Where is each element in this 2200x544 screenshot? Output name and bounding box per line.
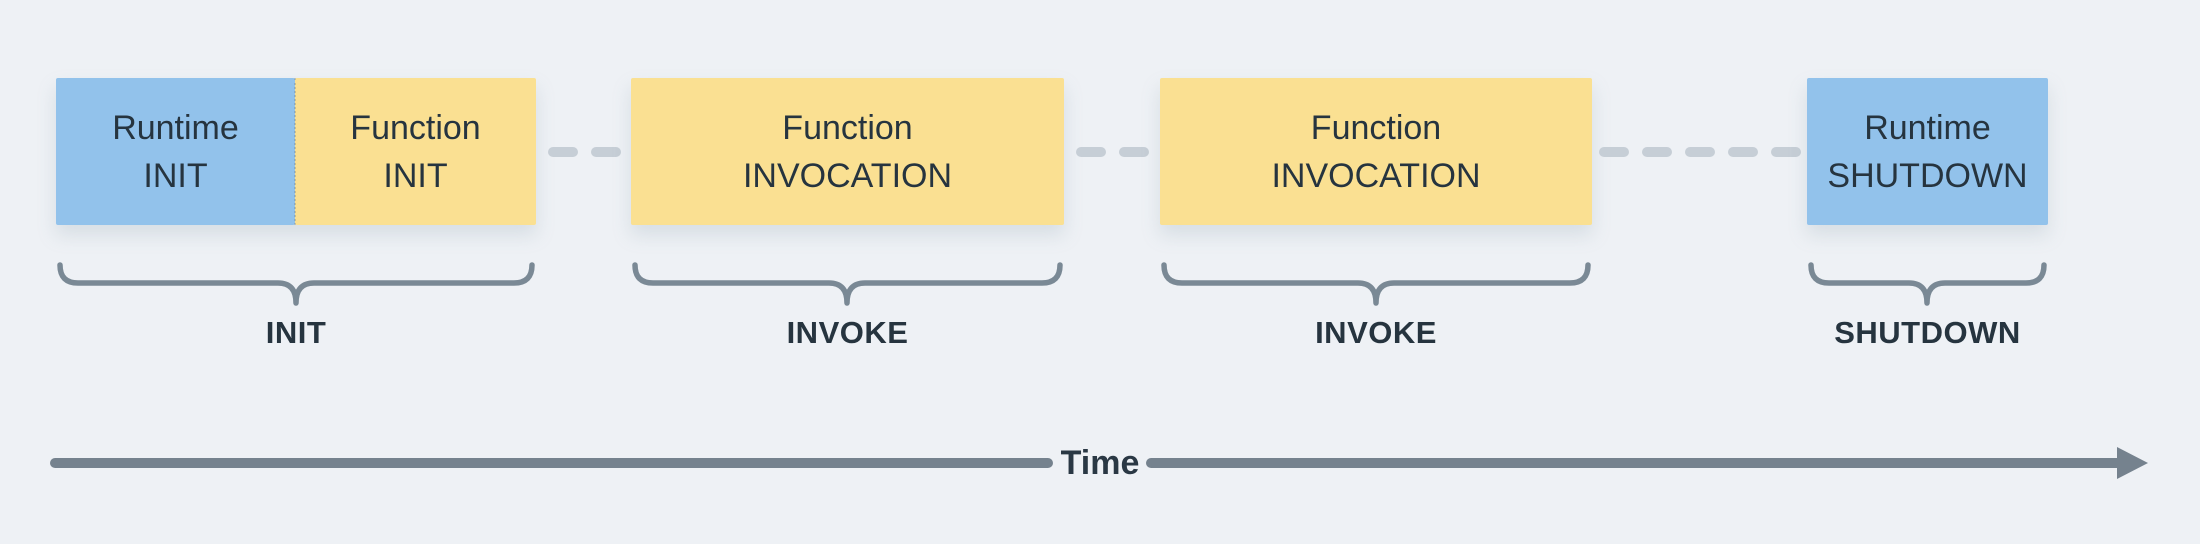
runtime-init-line1: Runtime [112,108,239,147]
function-invocation-2-line2: INVOCATION [1271,156,1481,195]
connector-dashes-3 [1592,147,1807,157]
runtime-function-divider [294,78,296,225]
function-invocation-2-line1: Function [1310,108,1442,147]
dash [1641,147,1672,157]
function-init-line1: Function [350,108,481,147]
time-arrowhead-icon [2117,447,2148,479]
function-invocation-1-line1: Function [782,108,913,147]
runtime-shutdown-box: Runtime SHUTDOWN [1807,78,2048,225]
time-axis-line-left [50,458,1053,468]
phase-label-init: INIT [265,315,327,350]
function-init-line2: INIT [383,156,448,195]
shutdown-brace [1808,262,2047,306]
dash [1727,147,1758,157]
dash [548,147,578,157]
dash [1118,147,1149,157]
function-invocation-1-line2: INVOCATION [742,156,953,195]
dash [591,147,621,157]
phase-label-invoke-1: INVOKE [786,315,909,350]
runtime-shutdown-line1: Runtime [1864,108,1991,147]
connector-dashes-1 [536,147,633,157]
connector-dashes-2 [1064,147,1160,157]
init-brace [57,262,535,306]
phase-label-invoke-2: INVOKE [1315,315,1437,350]
dash [1075,147,1106,157]
dash [1770,147,1801,157]
dash [1598,147,1629,157]
runtime-init-box: Runtime INIT [56,78,295,225]
phase-label-shutdown: SHUTDOWN [1834,315,2021,350]
time-axis-label: Time [1060,444,1140,482]
runtime-init-line2: INIT [143,156,208,195]
runtime-shutdown-line2: SHUTDOWN [1827,156,2028,195]
invoke-1-brace [632,262,1063,306]
time-axis-line-right [1146,458,2124,468]
invoke-2-brace [1161,262,1591,306]
dash [1684,147,1715,157]
function-init-box: Function INIT [295,78,536,225]
function-invocation-1-box: Function INVOCATION [631,78,1064,225]
function-invocation-2-box: Function INVOCATION [1160,78,1592,225]
